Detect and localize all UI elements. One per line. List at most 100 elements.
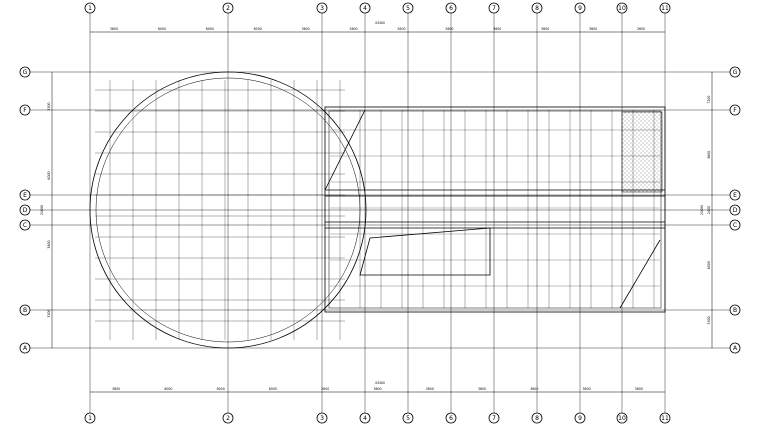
grid-bubble <box>488 2 500 14</box>
grid-bubble <box>222 2 234 14</box>
dimension-text: 3600 <box>530 387 538 391</box>
grid-bubble <box>402 412 414 424</box>
grid-bubble <box>445 412 457 424</box>
dimension-text: 2600 <box>637 27 645 31</box>
grid-label: 7 <box>492 5 496 12</box>
grid-bubble <box>222 412 234 424</box>
grid-label: G <box>23 69 28 76</box>
dimension-text: 3600 <box>47 240 51 248</box>
grid-bubble <box>19 219 31 231</box>
grid-label: 10 <box>618 5 626 12</box>
dimension-text: 6000 <box>164 387 172 391</box>
grid-label: C <box>733 222 737 229</box>
grid-label: B <box>23 307 27 314</box>
dimension-text: 3600 <box>541 27 549 31</box>
dimension-text: 6000 <box>158 27 166 31</box>
dimension-text: 3600 <box>302 27 310 31</box>
grid-bubble <box>488 412 500 424</box>
grid-bubble <box>729 66 741 78</box>
grid-label: E <box>733 192 737 199</box>
grid-label: G <box>733 69 738 76</box>
grid-bubble <box>445 2 457 14</box>
grid-bubble <box>19 304 31 316</box>
grid-label: D <box>23 207 28 214</box>
grid-label: 10 <box>618 415 626 422</box>
grid-label: 11 <box>661 5 669 12</box>
grid-label: A <box>733 345 738 352</box>
grid-bubble <box>316 412 328 424</box>
dimension-layer: 3600 6000 6000 6000 3600 2600 2600 2600 3600 3600… <box>40 21 713 393</box>
grid-label: F <box>733 107 737 114</box>
grid-label: E <box>23 192 27 199</box>
dimension-total: 21600 <box>700 205 704 215</box>
dimension-text: 2400 <box>707 206 711 214</box>
grid-label: 9 <box>578 5 582 12</box>
grid-bubble <box>574 2 586 14</box>
dimension-text: 6000 <box>206 27 214 31</box>
grid-bubble <box>729 204 741 216</box>
dimension-text: 3300 <box>47 102 51 110</box>
dimension-text: 3600 <box>583 387 591 391</box>
wing-outline <box>324 106 666 313</box>
grid-bubble <box>729 189 741 201</box>
dimension-total: 43400 <box>375 381 385 385</box>
grid-label: 1 <box>88 5 92 12</box>
dimension-text: 6000 <box>217 387 225 391</box>
grid-bubble <box>659 2 671 14</box>
grid-bubble <box>729 104 741 116</box>
ramp-line <box>324 109 366 191</box>
grid-bubble <box>574 412 586 424</box>
grid-label: 6 <box>449 5 453 12</box>
grid-label: 11 <box>661 415 669 422</box>
grid-bubble <box>19 104 31 116</box>
dimension-text: 2600 <box>349 27 357 31</box>
dimension-text: 3600 <box>110 27 118 31</box>
dimension-text: 6000 <box>47 171 51 179</box>
grid-bubble <box>19 204 31 216</box>
grid-label: 4 <box>363 415 367 422</box>
grid-bubble <box>84 412 96 424</box>
grid-label: 9 <box>578 415 582 422</box>
dimension-text: 3600 <box>589 27 597 31</box>
dimension-text: 3300 <box>707 316 711 324</box>
grid-label: 6 <box>449 415 453 422</box>
dimension-text: 3600 <box>426 387 434 391</box>
grid-label: B <box>733 307 737 314</box>
dimension-text: 3600 <box>493 27 501 31</box>
grid-label: 2 <box>226 5 230 12</box>
dimension-text: 3600 <box>373 387 381 391</box>
grid-bubble <box>19 342 31 354</box>
grid-label: 3 <box>320 415 324 422</box>
dimension-text: 3300 <box>47 309 51 317</box>
grid-label: F <box>23 107 27 114</box>
dimension-text: 6000 <box>707 261 711 269</box>
grid-bubble <box>19 189 31 201</box>
grid-bubble <box>729 304 741 316</box>
dimension-text: 2600 <box>445 27 453 31</box>
grid-bubble <box>402 2 414 14</box>
grid-bubble <box>359 412 371 424</box>
dimension-text: 6000 <box>254 27 262 31</box>
grid-bubble <box>359 2 371 14</box>
grid-label: 8 <box>535 415 539 422</box>
dimension-total: 43400 <box>375 21 385 25</box>
grid-bubble <box>531 2 543 14</box>
dimension-text: 3600 <box>707 151 711 159</box>
dimension-total: 21600 <box>40 205 44 215</box>
grid-label: 3 <box>320 5 324 12</box>
grid-bubble <box>659 412 671 424</box>
dimension-text: 3600 <box>112 387 120 391</box>
grid-label: 5 <box>406 415 410 422</box>
hatched-room <box>621 111 663 193</box>
grid-label: A <box>23 345 28 352</box>
grid-bubble <box>729 219 741 231</box>
grid-bubble <box>729 342 741 354</box>
grid-bubble <box>531 412 543 424</box>
grid-label: C <box>23 222 27 229</box>
dimension-text: 7200 <box>707 96 711 104</box>
dimension-text: 6000 <box>269 387 277 391</box>
dimension-text: 2600 <box>397 27 405 31</box>
grid-bubble <box>616 412 628 424</box>
grid-bubble <box>316 2 328 14</box>
